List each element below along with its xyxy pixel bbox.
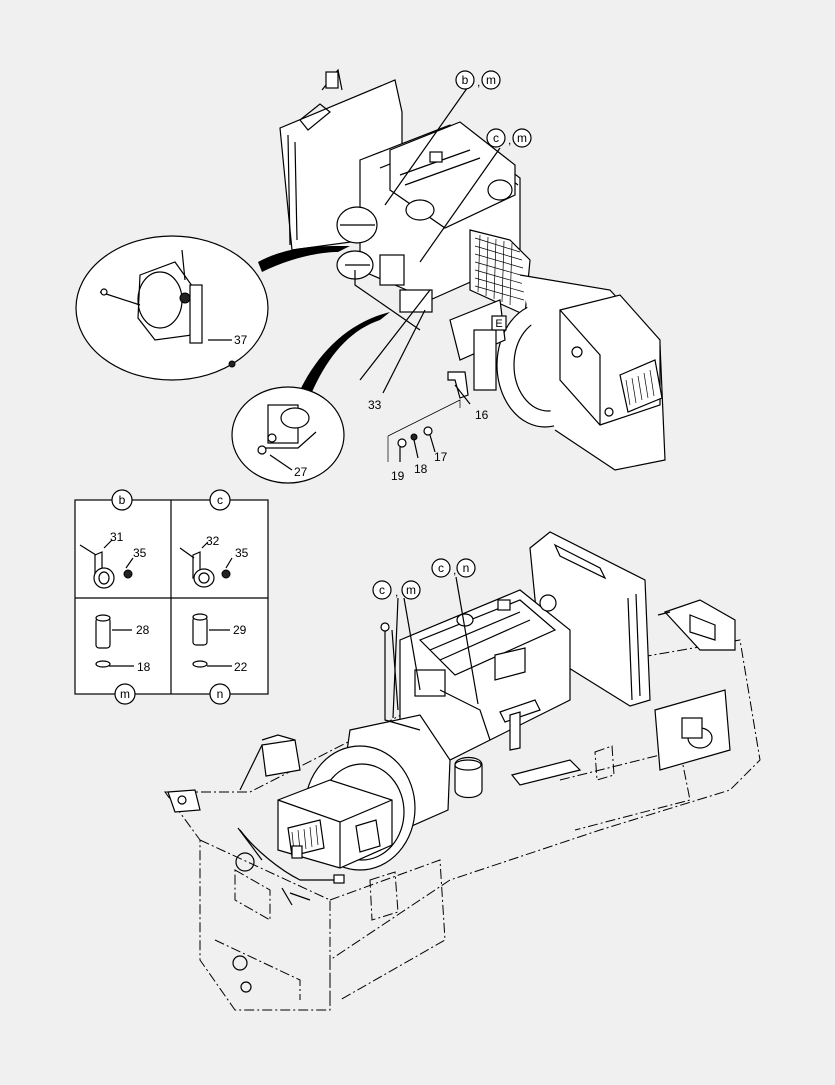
part-32: 32 xyxy=(206,534,220,548)
comma-3: , xyxy=(395,585,398,599)
leader-16 xyxy=(454,384,471,405)
callout-c-n-bottom: c , n xyxy=(431,558,476,578)
callout-m-2: m xyxy=(517,131,527,145)
grid-header-c: c xyxy=(217,493,223,507)
grid-footer-n: n xyxy=(217,687,224,701)
comma-2: , xyxy=(508,133,511,147)
callout-b-m-top: b , m xyxy=(455,70,501,90)
zoom-arrow-2 xyxy=(300,312,390,392)
detail-circle-alternator: 37 xyxy=(75,235,269,381)
flywheel-housing-bottom xyxy=(261,714,451,871)
part-16: 16 xyxy=(475,408,489,422)
part-33: 33 xyxy=(368,398,382,412)
clamp-32: 32 35 xyxy=(179,534,249,588)
comma-1: , xyxy=(477,75,480,89)
upper-engine-assembly: E xyxy=(279,68,666,471)
part-29: 29 xyxy=(233,623,247,637)
grid-footer-m: m xyxy=(120,687,130,701)
clamp-31: 31 35 xyxy=(79,530,147,589)
callout-m: m xyxy=(486,73,496,87)
callout-c-m-bottom: c , m xyxy=(372,580,421,600)
part-35-left: 35 xyxy=(133,546,147,560)
transmission-box xyxy=(559,294,663,426)
part-18-top: 18 xyxy=(414,462,428,476)
part-27: 27 xyxy=(294,465,308,479)
part-19: 19 xyxy=(391,469,405,483)
part-17: 17 xyxy=(434,450,448,464)
alternator-small xyxy=(336,206,433,313)
zoom-arrow-1 xyxy=(258,245,350,272)
spacer-28: 28 18 xyxy=(95,614,151,674)
detail-circle-relay: 27 xyxy=(231,386,345,484)
part-18-grid: 18 xyxy=(137,660,151,674)
leader-cm xyxy=(419,147,501,263)
e-mark-label: E xyxy=(495,318,502,330)
part-35-right: 35 xyxy=(235,546,249,560)
part-28: 28 xyxy=(136,623,150,637)
part-grid: b c m n 31 35 32 35 xyxy=(74,489,269,705)
callout-c-m-top: c , m xyxy=(486,128,532,148)
leader-cn-bottom xyxy=(455,576,479,705)
callout-b: b xyxy=(462,73,469,87)
part-22: 22 xyxy=(234,660,248,674)
leader-33 xyxy=(382,309,426,394)
grid-header-b: b xyxy=(119,493,126,507)
callout-n-bottom: n xyxy=(463,561,470,575)
part-31: 31 xyxy=(110,530,124,544)
callout-c: c xyxy=(493,131,499,145)
leader-bm xyxy=(384,83,471,206)
spacer-29: 29 22 xyxy=(192,613,248,674)
callout-c-bottom: c xyxy=(379,583,385,597)
comma-4: , xyxy=(453,563,456,577)
lower-chassis-assembly xyxy=(164,531,761,1011)
callout-m-bottom: m xyxy=(406,583,416,597)
leader-cm-bottom xyxy=(392,597,421,719)
bolt-kit: 19 18 17 xyxy=(387,399,461,483)
callout-c-bottom-2: c xyxy=(438,561,444,575)
part-37: 37 xyxy=(234,333,248,347)
